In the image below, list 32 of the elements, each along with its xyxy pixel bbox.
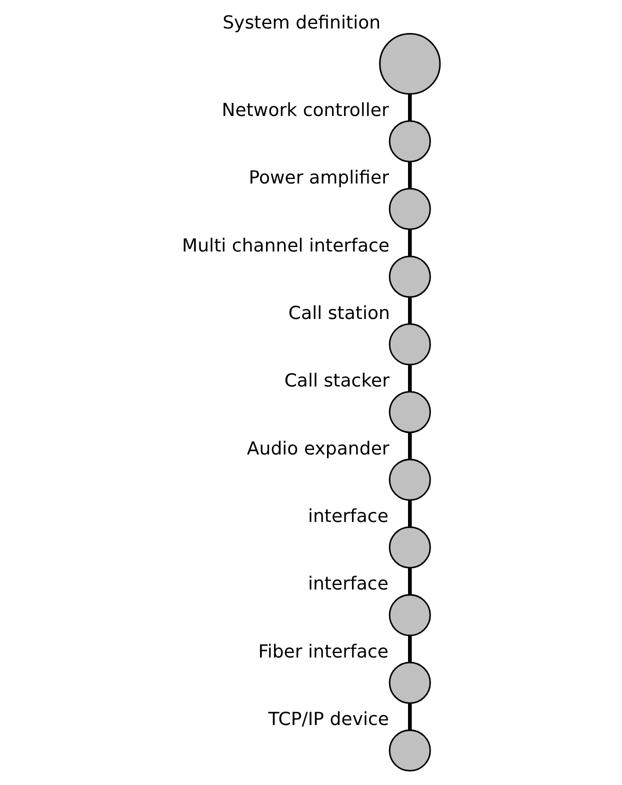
node-circle <box>388 188 431 230</box>
node-label: Multi channel interface <box>182 235 390 256</box>
node-label: interface <box>308 506 388 528</box>
connector <box>408 364 412 392</box>
connector <box>408 230 412 256</box>
connector <box>408 297 412 324</box>
connector <box>408 636 412 662</box>
node-label: Call station <box>288 302 390 324</box>
node-circle <box>379 33 441 95</box>
node-label: TCP/IP device <box>268 709 390 730</box>
node-label: Call stacker <box>284 370 390 392</box>
node-label: System definition <box>222 12 381 34</box>
node-circle <box>388 594 431 636</box>
node-circle <box>388 256 431 298</box>
connector <box>408 500 412 527</box>
connector <box>408 94 412 121</box>
connector <box>408 432 412 460</box>
node-circle <box>388 526 431 568</box>
node-circle <box>388 323 431 366</box>
node-circle <box>388 391 431 434</box>
node-circle <box>388 120 431 162</box>
node-label: Fiber interface <box>258 641 389 662</box>
node-circle <box>388 458 431 501</box>
node-circle <box>388 729 431 772</box>
node-label: Network controller <box>222 100 389 121</box>
node-label: Power amplifier <box>248 168 390 189</box>
connector <box>408 162 412 188</box>
node-label: Audio expander <box>246 438 390 460</box>
connector <box>408 703 412 730</box>
node-label: interface <box>308 574 388 595</box>
connector <box>408 568 412 594</box>
node-circle <box>388 662 431 704</box>
